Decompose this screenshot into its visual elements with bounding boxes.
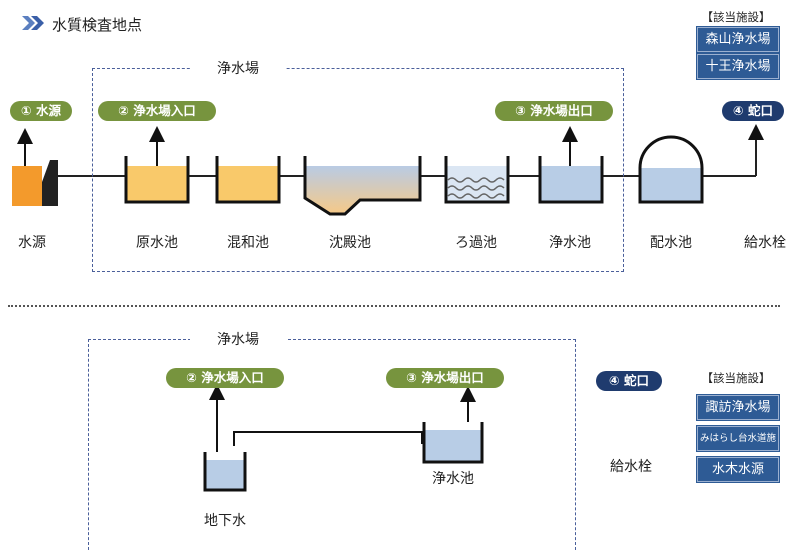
page-title: 水質検査地点	[52, 16, 143, 34]
treatment-plant-label-bottom: 浄水場	[190, 329, 286, 349]
source-block	[12, 128, 58, 206]
facility-button-miharashidai[interactable]: みはらし台水道施設	[697, 426, 779, 467]
top-flow-diagram	[12, 124, 764, 492]
treatment-plant-label: 浄水場	[190, 58, 286, 78]
point-inlet-pill: ② 浄水場入口	[98, 101, 216, 121]
facility-button-moriyama[interactable]: 森山浄水場	[697, 27, 779, 52]
treatment-plant-box-bottom	[88, 339, 576, 550]
facilities-header-bottom: 【該当施設】	[701, 371, 771, 385]
stage-label-clean-pool: 浄水池	[549, 235, 591, 251]
distribution-pool-tank	[638, 135, 704, 204]
point-inlet-pill-bottom: ② 浄水場入口	[166, 368, 284, 388]
section-separator	[8, 305, 780, 307]
stage-label-filter-pool: ろ過池	[455, 235, 497, 251]
raw-pool-tank	[124, 126, 190, 204]
point-outlet-pill-bottom: ③ 浄水場出口	[386, 368, 504, 388]
clean-pool-tank	[538, 126, 604, 204]
stage-label-clean-pool-bottom: 浄水池	[432, 471, 474, 487]
facility-button-suwa[interactable]: 諏訪浄水場	[697, 395, 779, 420]
point-source-pill: ① 水源	[10, 101, 72, 121]
stage-label-settling-pool: 沈殿池	[329, 235, 371, 251]
stage-label-hydrant: 給水栓	[744, 235, 786, 251]
stage-label-groundwater: 地下水	[204, 513, 246, 529]
mixing-pool-tank	[215, 156, 281, 204]
facility-button-mizuki[interactable]: 水木水源	[697, 457, 779, 482]
stage-label-distribution-pool: 配水池	[650, 235, 692, 251]
point-outlet-pill: ③ 浄水場出口	[495, 101, 613, 121]
stage-label-hydrant-bottom: 給水栓	[610, 459, 652, 475]
stage-label-source: 水源	[18, 235, 46, 251]
point-tap-pill-bottom: ④ 蛇口	[596, 371, 662, 391]
facilities-header: 【該当施設】	[701, 10, 771, 24]
filter-pool-tank	[444, 156, 510, 204]
point-tap-pill: ④ 蛇口	[722, 101, 784, 121]
bottom-flow-diagram	[203, 384, 484, 492]
stage-label-mixing-pool: 混和池	[227, 235, 269, 251]
chevron-double-icon	[22, 16, 44, 30]
facility-button-juou[interactable]: 十王浄水場	[697, 54, 779, 79]
settling-pool-tank	[303, 156, 422, 216]
stage-label-raw-pool: 原水池	[136, 235, 178, 251]
treatment-plant-box	[92, 68, 624, 272]
